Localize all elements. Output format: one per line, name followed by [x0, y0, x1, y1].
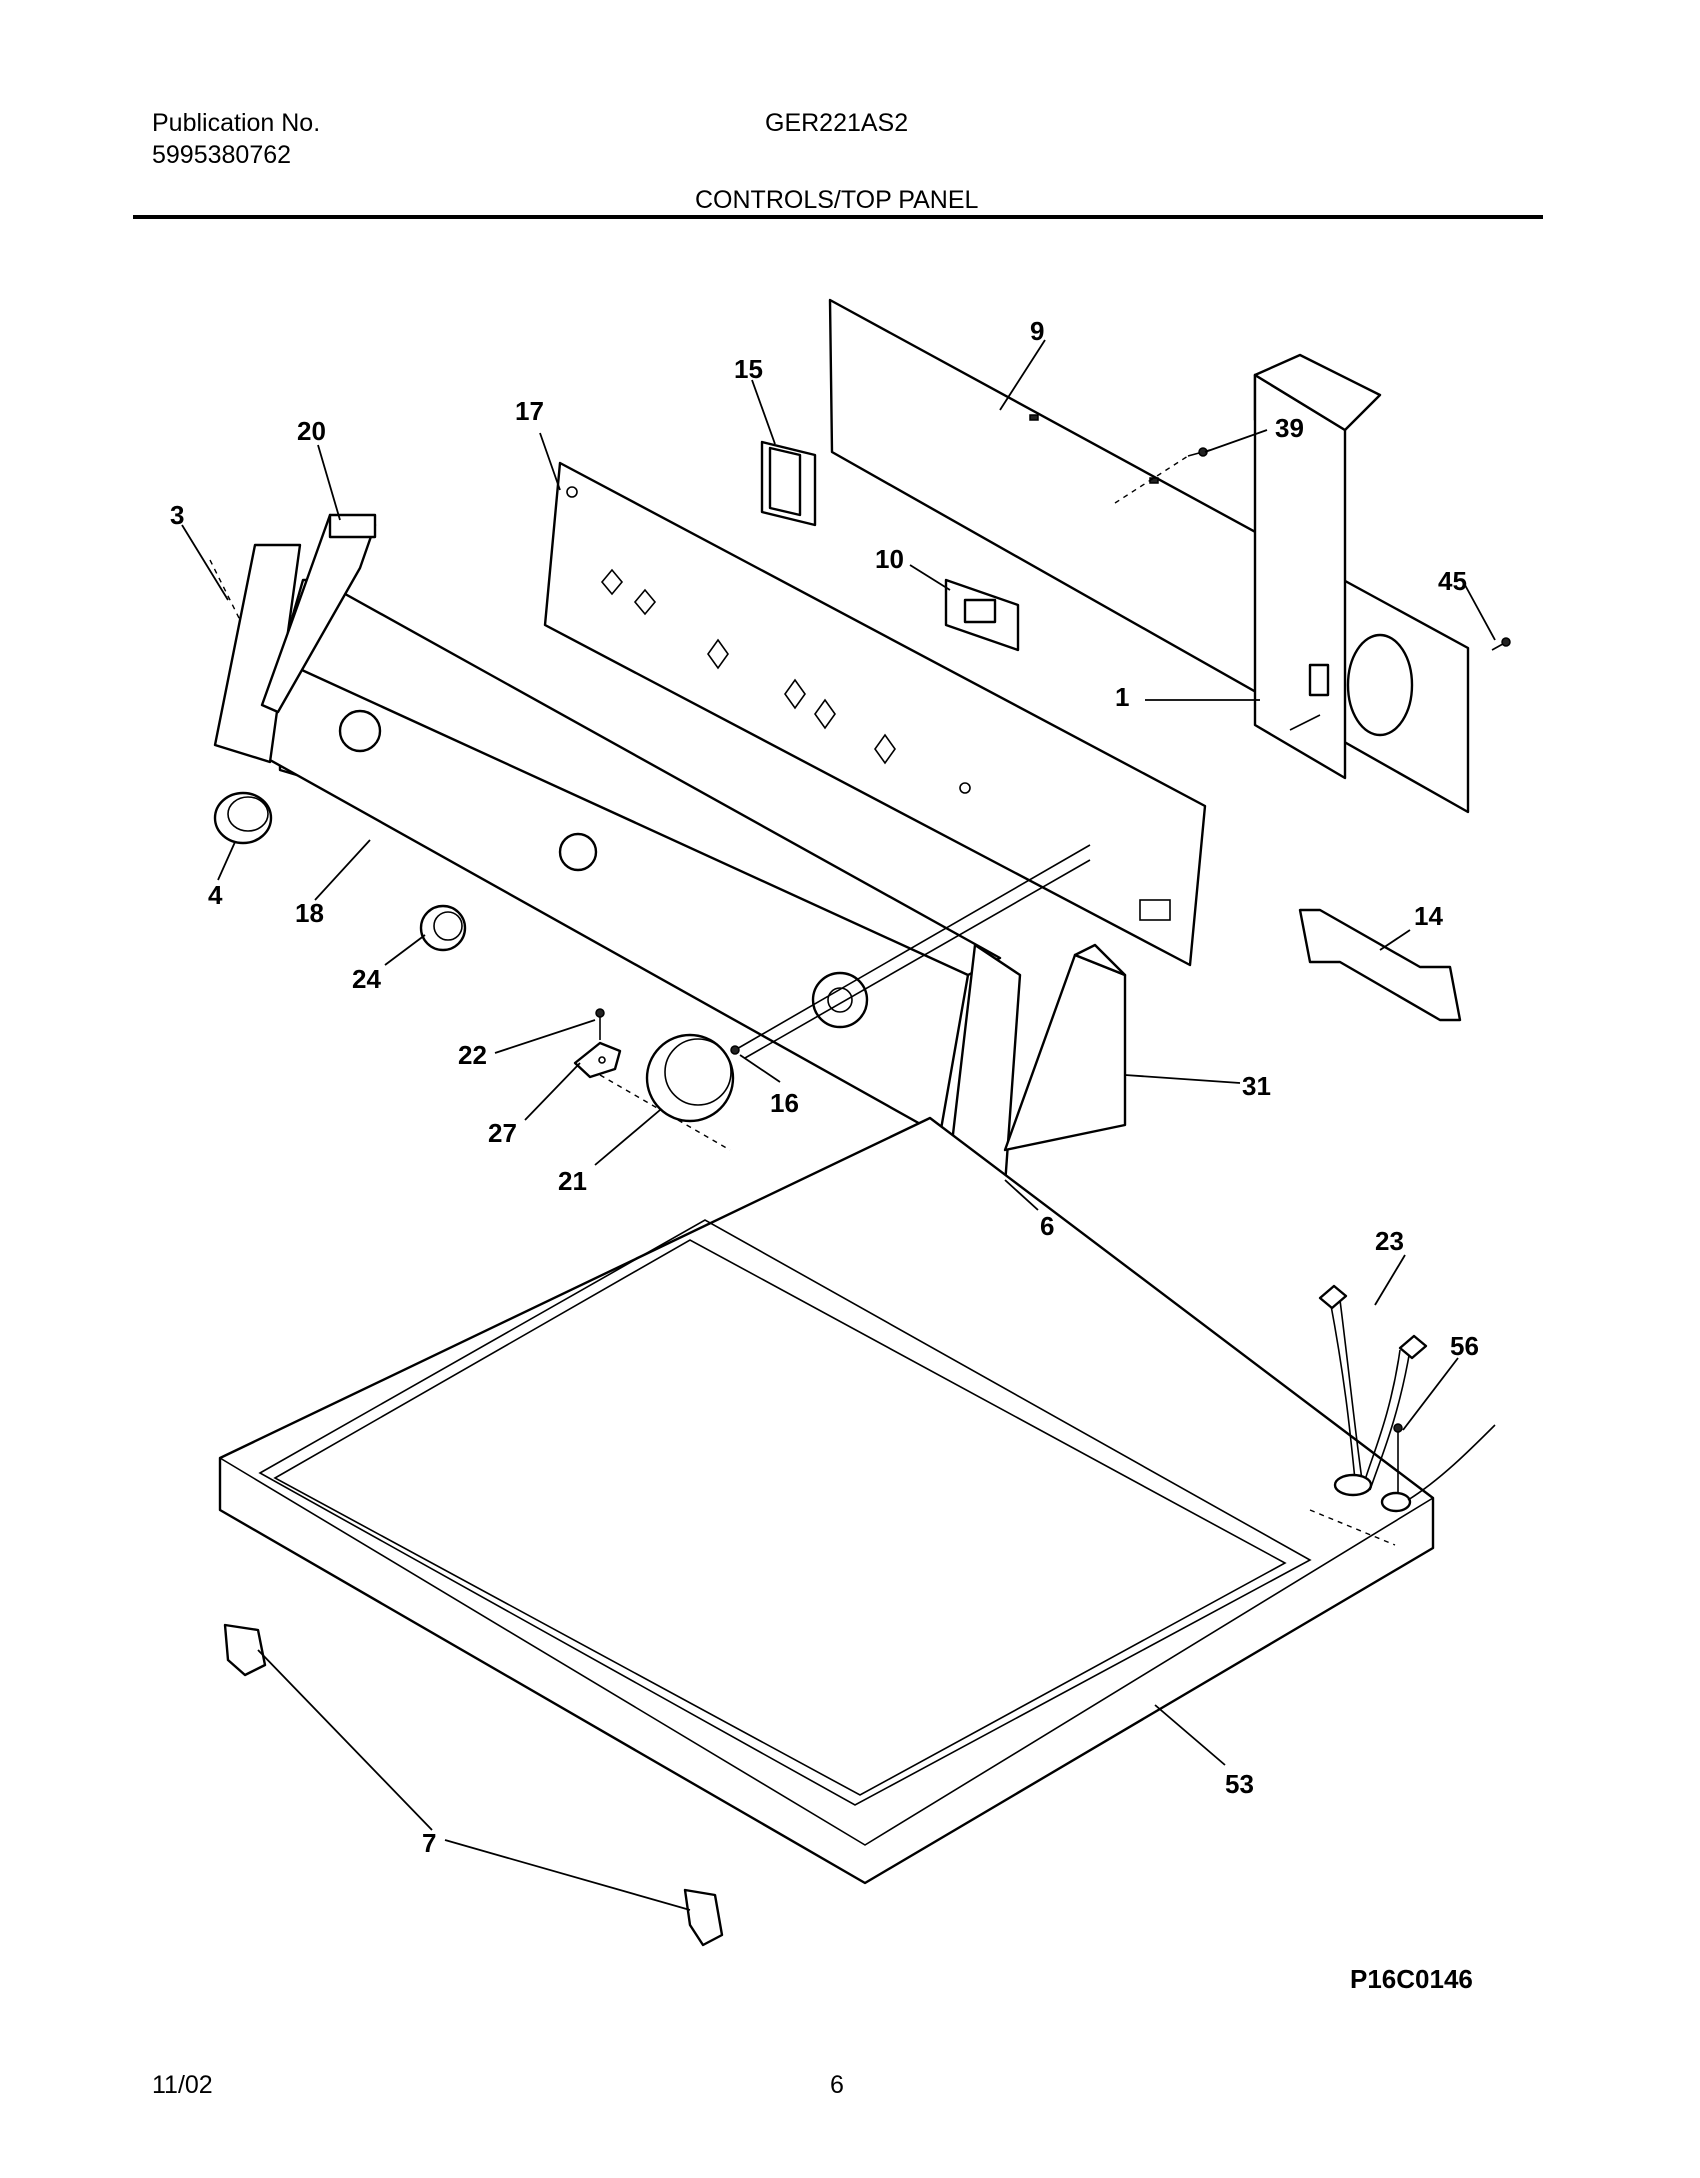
callout-17: 17: [515, 396, 544, 426]
part-screw-22: [595, 1008, 605, 1040]
publication-number: 5995380762: [152, 141, 292, 169]
part-clip-27: [573, 1041, 622, 1079]
part-screw-45: [1491, 637, 1511, 651]
part-clip-7a: [223, 1623, 267, 1677]
part-wire-harness: [1318, 1284, 1428, 1497]
callout-1: 1: [1115, 682, 1129, 712]
callout-3: 3: [170, 500, 184, 530]
callout-4: 4: [208, 880, 223, 910]
callout-18: 18: [295, 898, 324, 928]
publication-label: Publication No.: [152, 109, 321, 137]
callout-labels: 9 39 45 1 15 10 17 20 3 4 18 24 22 27 21…: [170, 316, 1479, 1858]
part-left-endcap: [213, 543, 302, 764]
part-shaft-16: [730, 844, 1091, 1059]
part-top-panel: [218, 1116, 1435, 1885]
part-switch-15: [760, 440, 817, 527]
callout-23: 23: [1375, 1226, 1404, 1256]
callout-31: 31: [1242, 1071, 1271, 1101]
callout-leaders: [181, 339, 1496, 1911]
part-switch-10: [944, 578, 1020, 652]
callout-14: 14: [1414, 901, 1443, 931]
callout-39: 39: [1275, 413, 1304, 443]
callout-9: 9: [1030, 316, 1044, 346]
footer-date: 11/02: [152, 2071, 213, 2099]
model-number: GER221AS2: [765, 109, 909, 137]
callout-27: 27: [488, 1118, 517, 1148]
part-right-housing: [1003, 943, 1127, 1152]
figure-code: P16C0146: [1350, 1964, 1473, 1994]
page-number: 6: [830, 2071, 844, 2099]
callout-53: 53: [1225, 1769, 1254, 1799]
part-knob-4: [213, 791, 273, 845]
header-rule: [133, 215, 1543, 219]
callout-22: 22: [458, 1040, 487, 1070]
part-left-bracket: [260, 513, 377, 714]
part-knob-21: [645, 1033, 735, 1123]
callout-7: 7: [422, 1828, 436, 1858]
part-strap-14: [1298, 908, 1462, 1022]
part-knob-24: [419, 904, 467, 952]
part-timer: [1253, 353, 1414, 780]
callout-6: 6: [1040, 1211, 1054, 1241]
part-ground-56: [1380, 1423, 1496, 1513]
callout-15: 15: [734, 354, 763, 384]
section-title: CONTROLS/TOP PANEL: [695, 186, 979, 214]
callout-16: 16: [770, 1088, 799, 1118]
part-clip-7b: [683, 1888, 724, 1947]
callout-20: 20: [297, 416, 326, 446]
callout-56: 56: [1450, 1331, 1479, 1361]
callout-24: 24: [352, 964, 381, 994]
callout-21: 21: [558, 1166, 587, 1196]
part-console-rear-panel: [543, 461, 1207, 967]
callout-45: 45: [1438, 566, 1467, 596]
assembly-guide-lines: [209, 455, 1396, 1546]
callout-10: 10: [875, 544, 904, 574]
